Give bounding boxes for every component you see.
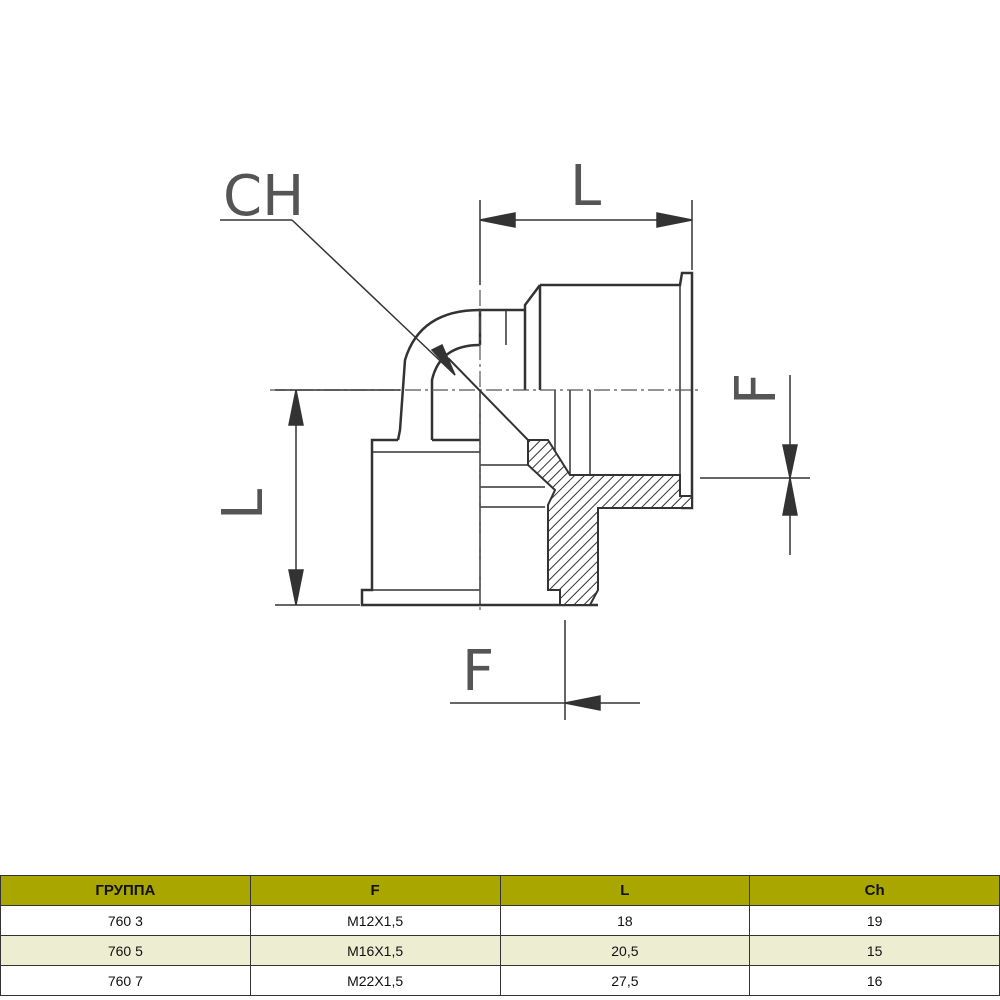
elbow-fitting-drawing: CH L L F F (211, 154, 810, 720)
f-right-label: F (724, 373, 789, 405)
section-hatch (527, 439, 693, 606)
table-header-row: ГРУППА F L Ch (0, 875, 1000, 906)
header-l: L (499, 875, 751, 906)
spec-table: ГРУППА F L Ch 760 3 M12X1,5 18 19 760 5 … (0, 875, 1000, 996)
f-bottom-label: F (462, 639, 494, 704)
cell-f: M16X1,5 (249, 935, 501, 966)
section-diagonal (447, 357, 529, 441)
l-top-label: L (570, 154, 601, 219)
center-lines (270, 290, 700, 610)
l-left-label: L (211, 489, 276, 520)
table-row: 760 5 M16X1,5 20,5 15 (0, 935, 1000, 966)
cell-f: M12X1,5 (249, 905, 501, 936)
cell-group: 760 5 (0, 935, 251, 966)
cell-f: M22X1,5 (249, 965, 501, 996)
header-group: ГРУППА (0, 875, 251, 906)
cell-ch: 19 (749, 905, 1000, 936)
header-f: F (249, 875, 501, 906)
cell-l: 27,5 (499, 965, 751, 996)
cell-l: 18 (499, 905, 751, 936)
table-row: 760 3 M12X1,5 18 19 (0, 905, 1000, 936)
cell-l: 20,5 (499, 935, 751, 966)
table-row: 760 7 M22X1,5 27,5 16 (0, 965, 1000, 996)
header-ch: Ch (749, 875, 1000, 906)
cell-ch: 15 (749, 935, 1000, 966)
dimension-lines (220, 200, 810, 720)
cell-ch: 16 (749, 965, 1000, 996)
ch-label: CH (223, 164, 304, 229)
cell-group: 760 7 (0, 965, 251, 996)
cell-group: 760 3 (0, 905, 251, 936)
